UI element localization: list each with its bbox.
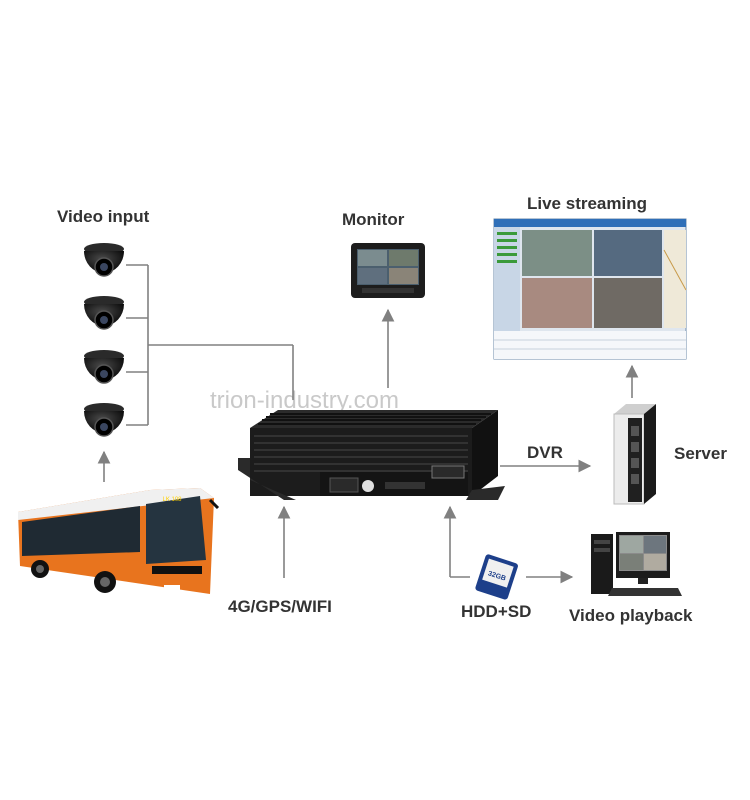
watermark: trion-industry.com [210,387,399,414]
bus-icon: LK 108 [18,488,220,594]
bus-route-sign: LK 108 [162,497,182,503]
mobile-dvr-icon [238,410,505,500]
connector-lines [126,264,470,578]
server-tower-icon [613,404,656,505]
dome-camera-icon [84,243,124,277]
arrows [97,308,639,584]
dome-camera-icon [84,350,124,384]
camera-column [84,243,124,437]
label-monitor: Monitor [342,210,405,229]
label-storage: HDD+SD [461,602,531,621]
label-server: Server [674,444,727,463]
label-connectivity: 4G/GPS/WIFI [228,597,332,616]
desktop-pc-icon [591,532,682,596]
monitor-icon [351,243,425,298]
label-video-playback: Video playback [569,606,693,625]
dome-camera-icon [84,403,124,437]
dome-camera-icon [84,296,124,330]
label-video-input: Video input [57,207,150,226]
sd-card-icon: 32GB [475,554,518,600]
label-live-streaming: Live streaming [527,194,647,213]
live-streaming-screen [493,218,687,360]
label-dvr: DVR [527,443,563,462]
